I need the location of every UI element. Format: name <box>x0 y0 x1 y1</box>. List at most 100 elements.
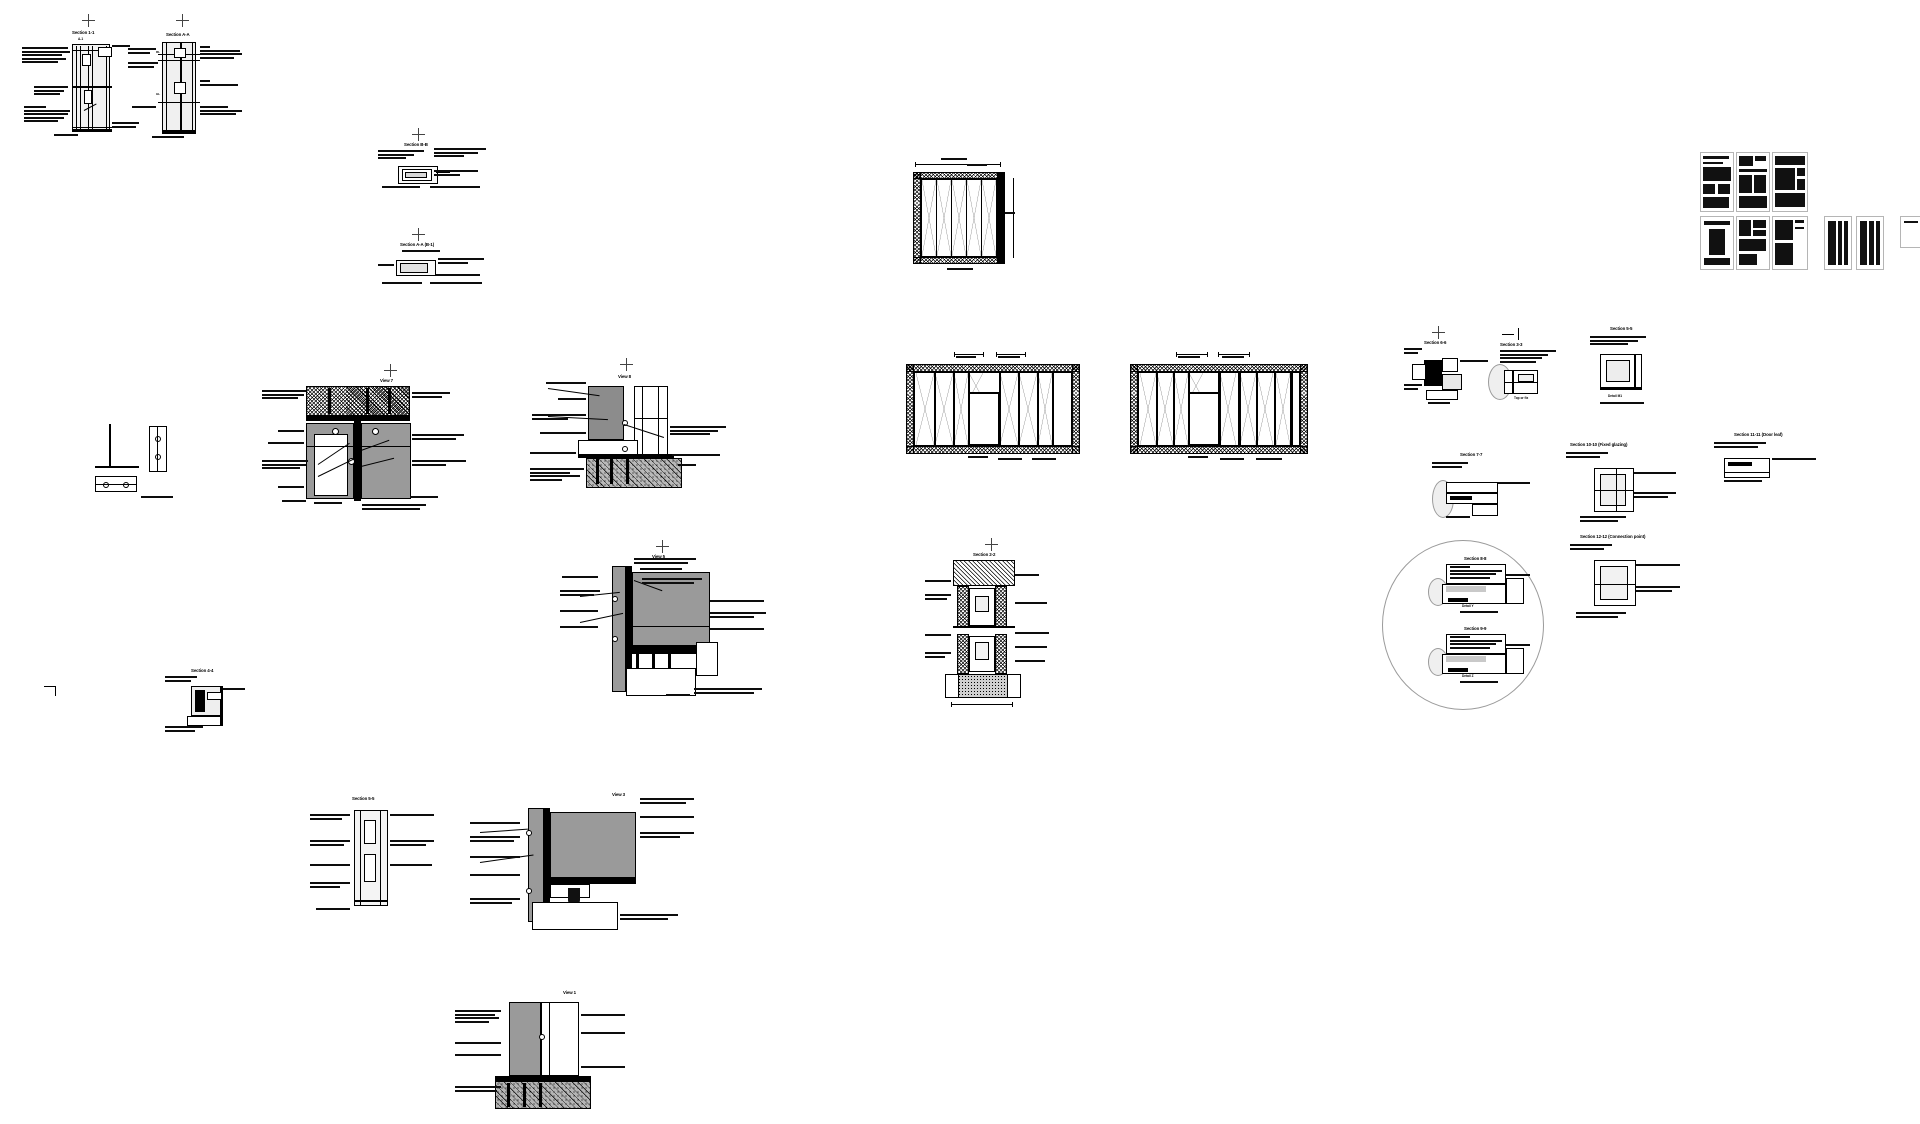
profile-inner <box>364 854 376 882</box>
pivot-box <box>1412 364 1426 380</box>
fixing-point <box>612 636 618 642</box>
frame-line <box>72 86 112 88</box>
detail-folding-elevation-b[interactable] <box>1126 352 1318 474</box>
panel <box>509 1002 541 1076</box>
annotation-block-header <box>1450 636 1504 650</box>
panel-swing-1 <box>922 180 936 256</box>
annotation-block-right <box>581 1032 627 1036</box>
annotation-block-left <box>282 500 308 504</box>
detail-bracket[interactable] <box>95 420 205 506</box>
annotation-block-left <box>470 856 522 860</box>
detail-section-9-9[interactable]: Section 9-9 Detail Z <box>1428 626 1546 688</box>
thumbnail-item[interactable] <box>1772 216 1808 270</box>
annotation-block-left <box>560 626 600 630</box>
detail-view-3[interactable]: View 3 <box>470 792 700 932</box>
head-hatch <box>906 364 1080 372</box>
detail-section-a-a[interactable]: Section A-A RL GL <box>128 14 246 138</box>
annotation-block-right <box>1460 360 1490 364</box>
annotation-block-top <box>1590 336 1648 347</box>
annotation-block-bottom <box>165 726 205 733</box>
detail-section-3-3[interactable]: Section 3-3 Top or fix <box>1488 326 1588 418</box>
thumbnail-item[interactable] <box>1856 216 1884 270</box>
detail-door-elevation[interactable] <box>905 158 1025 280</box>
anchor-sleeve <box>568 888 580 906</box>
annotation-block-right <box>670 426 728 437</box>
support-rail <box>1506 648 1524 674</box>
detail-section-5-5[interactable]: Section 5-5 <box>310 796 440 924</box>
profile-line <box>1446 492 1498 494</box>
detail-section-10-10[interactable]: Section 10-10 (Fixed glazing) <box>1564 442 1682 548</box>
frame-outline <box>634 386 668 456</box>
detail-section-6-6[interactable]: Section 6-6 <box>1404 326 1496 416</box>
panel-swing <box>1276 373 1290 445</box>
thumbnail-item[interactable] <box>1824 216 1852 270</box>
detail-section-7-7[interactable]: Section 7-7 <box>1432 452 1542 534</box>
detail-section-2-2[interactable]: Section 2-2 <box>925 538 1055 710</box>
bolt-hole <box>123 482 129 488</box>
annotation-block-right <box>710 612 768 619</box>
annotation-block-bottom <box>430 282 484 286</box>
panel-divider <box>1256 373 1258 445</box>
base-plate <box>495 1076 591 1081</box>
detail-view-1[interactable]: View 1 <box>455 990 655 1116</box>
detail-folding-elevation-a[interactable] <box>900 352 1090 474</box>
panel-divider <box>936 180 937 256</box>
crosshair-mark <box>1432 326 1445 339</box>
thumbnail-item[interactable] <box>1700 216 1734 270</box>
annotation-block-right <box>1015 632 1051 636</box>
anchor-bolt <box>366 388 369 414</box>
thumbnail-grid[interactable] <box>1694 146 1920 276</box>
section-break <box>953 626 1015 628</box>
annotation-block-bottom <box>1576 612 1628 619</box>
thumbnail-item[interactable] <box>1736 152 1770 212</box>
panel-swing <box>954 373 968 445</box>
detail-section-a-a-b1[interactable]: Section A-A (B-1) <box>378 228 488 292</box>
thumbnail-item[interactable] <box>1736 216 1770 270</box>
profile-line <box>1504 382 1538 383</box>
annotation-block-left <box>1714 442 1768 449</box>
annotation-block-right <box>1506 574 1532 578</box>
annotation-block-left <box>562 576 600 580</box>
detail-view-5[interactable]: View 5 <box>560 540 775 700</box>
panel-divider <box>953 373 955 445</box>
detail-section-4-4[interactable]: Section 4-4 <box>165 668 265 744</box>
jamb-hatch <box>913 172 921 264</box>
detail-section-11-11[interactable]: Section 11-11 (Door leaf) <box>1714 432 1824 504</box>
detail-section-1-1[interactable]: Section 1-1 A-1 <box>20 14 140 136</box>
anchor-bolt <box>539 1083 542 1107</box>
annotation-block-right <box>200 106 244 117</box>
annotation-block-right <box>390 814 436 818</box>
thumbnail-item[interactable] <box>1772 152 1808 212</box>
level-mark: RL <box>156 50 160 54</box>
annotation-block-left <box>546 382 588 386</box>
detail-section-8-8[interactable]: Section 8-8 Detail Y <box>1428 556 1546 618</box>
annotation-block-right <box>434 170 480 177</box>
stray-corner-tick <box>44 686 62 704</box>
plate-outline <box>149 426 167 472</box>
annotation-block-bottom <box>316 908 352 912</box>
annotation-block-left <box>132 106 158 110</box>
panel-divider <box>1173 373 1175 445</box>
thumbnail-item[interactable] <box>1700 152 1734 212</box>
door-leaf <box>1188 392 1220 446</box>
profile-band <box>1446 586 1486 592</box>
annotation-block-left <box>1404 348 1424 355</box>
annotation-block-left <box>310 882 352 889</box>
frame-line <box>72 127 112 128</box>
detail-section-12-12[interactable]: Section 12-12 (Connection point) <box>1566 534 1686 646</box>
detail-section-b-b[interactable]: Section B-B <box>378 128 488 194</box>
frame-line <box>92 46 93 130</box>
detail-view-7[interactable]: View 7 <box>262 364 512 534</box>
leaf-profile <box>1442 358 1458 372</box>
jamb-hatch <box>995 586 1007 628</box>
jamb-solid <box>997 172 1005 264</box>
thumbnail-item[interactable] <box>1900 216 1920 248</box>
panel-swing-4 <box>967 180 981 256</box>
panel-swing <box>935 373 953 445</box>
detail-section-5-5-right[interactable]: Section 5-5 Detail M1 <box>1586 326 1686 422</box>
concrete-slab <box>495 1081 591 1109</box>
section-line <box>361 446 411 447</box>
detail-title: Section 11-11 (Door leaf) <box>1734 432 1783 437</box>
detail-view-8[interactable]: View 8 <box>530 358 730 508</box>
